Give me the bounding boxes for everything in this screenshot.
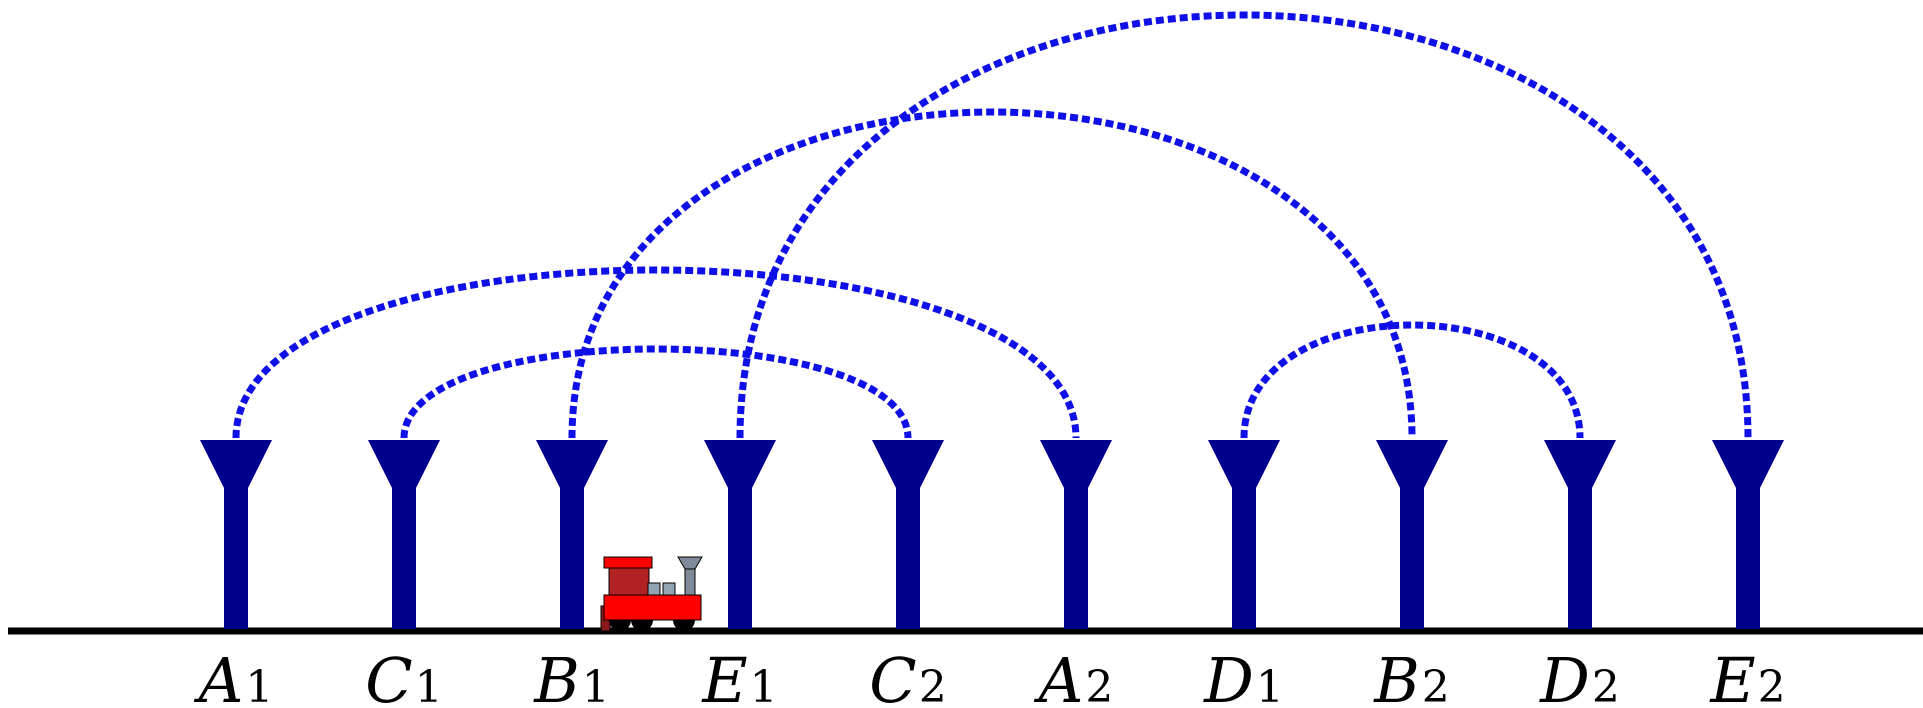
station-pole-e2: [1712, 440, 1784, 629]
connection-arcs: [236, 15, 1748, 438]
station-label-b1: B1: [533, 644, 610, 708]
station-letter: D: [1203, 644, 1254, 708]
connection-arc-c1-c2: [404, 349, 908, 438]
station-label-e2: E2: [1709, 644, 1785, 708]
pole-funnel: [1376, 440, 1448, 488]
station-index: 2: [1592, 662, 1620, 708]
pole-funnel: [704, 440, 776, 488]
station-pole-d1: [1208, 440, 1280, 629]
pole-funnel: [200, 440, 272, 488]
station-letter: C: [869, 644, 916, 708]
station-index: 2: [1758, 662, 1786, 708]
station-index: 1: [245, 662, 273, 708]
station-pole-c2: [872, 440, 944, 629]
station-letter: E: [1709, 644, 1755, 708]
station-letter: D: [1539, 644, 1590, 708]
pole-funnel: [1712, 440, 1784, 488]
station-letter: A: [1034, 644, 1084, 708]
station-label-c1: C1: [365, 644, 442, 708]
station-index: 1: [582, 662, 610, 708]
station-pole-c1: [368, 440, 440, 629]
station-pole-a1: [200, 440, 272, 629]
pole-post: [896, 488, 920, 629]
train-dome-2: [663, 583, 675, 595]
station-letter: B: [533, 644, 580, 708]
station-index: 2: [919, 662, 947, 708]
station-index: 1: [415, 662, 443, 708]
station-index: 2: [1422, 662, 1450, 708]
station-index: 1: [750, 662, 778, 708]
train-icon: [601, 557, 702, 631]
station-pole-b1: [536, 440, 608, 629]
pole-post: [1232, 488, 1256, 629]
station-label-a1: A1: [194, 644, 274, 708]
train-chimney-top: [678, 557, 702, 569]
pole-post: [1400, 488, 1424, 629]
pole-post: [224, 488, 248, 629]
train-chimney: [685, 567, 695, 595]
pole-post: [728, 488, 752, 629]
pole-post: [560, 488, 584, 629]
station-pole-a2: [1040, 440, 1112, 629]
station-pole-d2: [1544, 440, 1616, 629]
connection-arc-b1-b2: [572, 112, 1412, 438]
pole-post: [1568, 488, 1592, 629]
station-letter: B: [1373, 644, 1420, 708]
station-poles: [200, 440, 1784, 629]
station-index: 1: [1256, 662, 1284, 708]
pole-funnel: [368, 440, 440, 488]
station-pole-e1: [704, 440, 776, 629]
station-label-d1: D1: [1203, 644, 1284, 708]
station-label-e1: E1: [701, 644, 777, 708]
station-letter: C: [365, 644, 412, 708]
station-label-b2: B2: [1373, 644, 1450, 708]
connection-arc-a1-a2: [236, 270, 1076, 438]
station-index: 2: [1085, 662, 1113, 708]
pole-post: [1064, 488, 1088, 629]
train-body: [604, 595, 701, 620]
pole-post: [392, 488, 416, 629]
station-label-d2: D2: [1539, 644, 1620, 708]
pole-funnel: [872, 440, 944, 488]
train-roof: [604, 557, 652, 568]
pole-funnel: [536, 440, 608, 488]
pole-funnel: [1544, 440, 1616, 488]
station-label-c2: C2: [869, 644, 946, 708]
pole-funnel: [1208, 440, 1280, 488]
station-letter: E: [701, 644, 747, 708]
station-label-a2: A2: [1034, 644, 1114, 708]
station-pole-b2: [1376, 440, 1448, 629]
pole-post: [1736, 488, 1760, 629]
pole-funnel: [1040, 440, 1112, 488]
connection-arc-e1-e2: [740, 15, 1748, 438]
station-letter: A: [194, 644, 244, 708]
train-dome-1: [648, 583, 660, 595]
